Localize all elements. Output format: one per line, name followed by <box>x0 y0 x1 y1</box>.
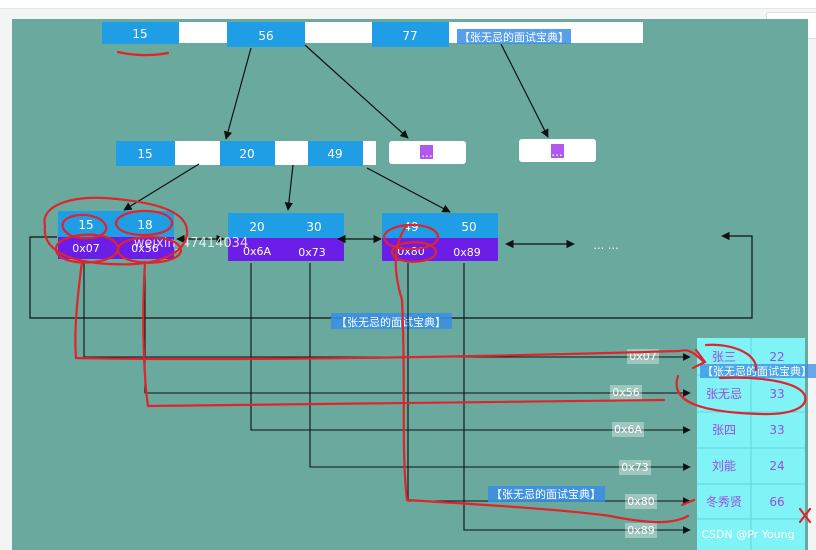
arrow-mid-to-leaf-2 <box>284 164 294 211</box>
circle-key-15 <box>61 213 108 240</box>
leaf-continuation: … … <box>593 239 619 252</box>
row-4-name: 刘能 <box>712 459 736 473</box>
leaf-3-key-1: 49 <box>403 220 418 234</box>
row-1-name: 张三 <box>712 350 736 364</box>
pointer-line-3 <box>250 263 691 434</box>
leaf-3-pointer-2: 0x89 <box>453 246 481 259</box>
leaf-2-key-1: 20 <box>249 220 264 234</box>
circle-leaf-1-large <box>43 196 189 266</box>
placeholder-dot-2 <box>551 144 564 158</box>
row-5-name: 冬秀贤 <box>706 494 742 509</box>
underline-root-15 <box>116 50 170 57</box>
placeholder-node-2: ... <box>519 139 596 162</box>
lower-watermark: 【张无忌的面试宝典】 <box>491 487 601 501</box>
red-annotations <box>43 50 812 524</box>
mid-key-1: 15 <box>137 147 152 161</box>
circle-row-2 <box>675 374 807 416</box>
row-2-name: 张无忌 <box>706 387 742 401</box>
root-key-cell-3 <box>372 22 449 47</box>
root-key-2: 56 <box>258 29 273 43</box>
leaf-1-pointer-1: 0x07 <box>72 242 100 255</box>
pointer-labels: 0x07 0x56 0x6A 0x73 0x80 0x89 <box>610 349 659 538</box>
mid-key-cell-3 <box>308 141 363 166</box>
trace-pointer-1 <box>74 260 706 364</box>
root-node: 15 56 77 【张无忌的面试宝典】 <box>102 22 643 47</box>
leaf-1-key-1: 15 <box>78 218 93 232</box>
leaf-node-3: 49 50 0x80 0x89 <box>382 213 498 261</box>
leaf-2-key-2: 30 <box>306 220 321 234</box>
leaf-2-pointer-2: 0x73 <box>298 246 326 259</box>
leaf-3-pointer-1: 0x80 <box>397 245 425 258</box>
placeholder-node-1: ... <box>389 141 466 164</box>
leaf-2-pointer-1: 0x6A <box>243 245 272 258</box>
row-4-age: 24 <box>769 459 784 473</box>
loop-watermark-bg <box>331 313 452 329</box>
row-1-age: 22 <box>769 350 784 364</box>
pointer-label-6: 0x89 <box>627 524 655 537</box>
row-2-age: 33 <box>769 387 784 401</box>
top-toolbar-strip <box>0 0 816 9</box>
arrow-root-to-placeholder-1 <box>304 44 409 139</box>
circle-key-49 <box>382 223 440 251</box>
table-watermark: 【张无忌的面试宝典】 <box>702 364 812 378</box>
pointer-line-1 <box>83 261 691 361</box>
row-3-age: 33 <box>769 423 784 437</box>
pointer-line-4 <box>309 263 691 471</box>
leaf-1-pointer-2: 0x56 <box>131 242 159 255</box>
footer-watermark: CSDN @Pr Young <box>701 528 794 541</box>
mid-key-3: 49 <box>327 147 342 161</box>
cross-mark <box>798 507 812 524</box>
pointer-label-2: 0x56 <box>612 386 640 399</box>
arrow-tip-row-5 <box>680 498 696 507</box>
root-key-cell-2 <box>227 22 305 47</box>
pointer-label-3: 0x6A <box>614 423 643 436</box>
arrow-mid-to-leaf-3 <box>366 167 451 213</box>
root-key-3: 77 <box>402 29 417 43</box>
pointer-line-6 <box>463 263 691 534</box>
lower-watermark-bg <box>488 486 605 502</box>
trace-pointer-1-tip <box>691 348 707 370</box>
placeholder-text-1: ... <box>421 146 432 160</box>
pointer-line-2 <box>144 261 691 397</box>
root-key-1: 15 <box>132 27 147 41</box>
leaf-1-key-2: 18 <box>137 218 152 232</box>
mid-key-2: 20 <box>239 147 254 161</box>
arrow-mid-to-leaf-1 <box>123 163 200 211</box>
leaf-3-key-2: 50 <box>461 220 476 234</box>
row-3-name: 张四 <box>712 423 736 437</box>
placeholder-dot-1 <box>420 145 433 159</box>
mid-key-cell-2 <box>220 141 275 166</box>
mid-node: 15 20 49 <box>116 141 376 166</box>
data-table: 张三 22 张无忌 33 张四 33 刘能 24 冬秀贤 66 【张无忌的面试宝… <box>697 338 816 550</box>
trace-pointer-5 <box>394 223 690 524</box>
pointer-label-4: 0x73 <box>621 461 649 474</box>
loop-watermark: 【张无忌的面试宝典】 <box>336 315 446 329</box>
circle-pointer-0x56 <box>116 236 183 264</box>
root-key-cell-1 <box>102 22 179 44</box>
row-5-age: 66 <box>769 495 784 509</box>
arrow-root-to-mid <box>223 47 252 140</box>
mid-key-cell-1 <box>116 141 175 166</box>
user-watermark: weixin_47414034 <box>134 236 248 251</box>
tree-arrows <box>123 43 549 213</box>
table-watermark-bg <box>700 364 816 378</box>
leaf-node-2: 20 30 0x6A 0x73 <box>228 213 344 261</box>
root-watermark: 【张无忌的面试宝典】 <box>459 30 569 44</box>
circle-row-1 <box>704 343 758 372</box>
root-watermark-bg <box>457 29 571 44</box>
pointer-label-5: 0x80 <box>627 495 655 508</box>
trace-pointer-2 <box>142 260 666 408</box>
placeholder-text-2: ... <box>551 145 562 159</box>
arrow-root-to-placeholder-2 <box>500 43 549 138</box>
circle-pointer-0x80 <box>390 241 438 263</box>
circle-key-18 <box>114 209 174 237</box>
